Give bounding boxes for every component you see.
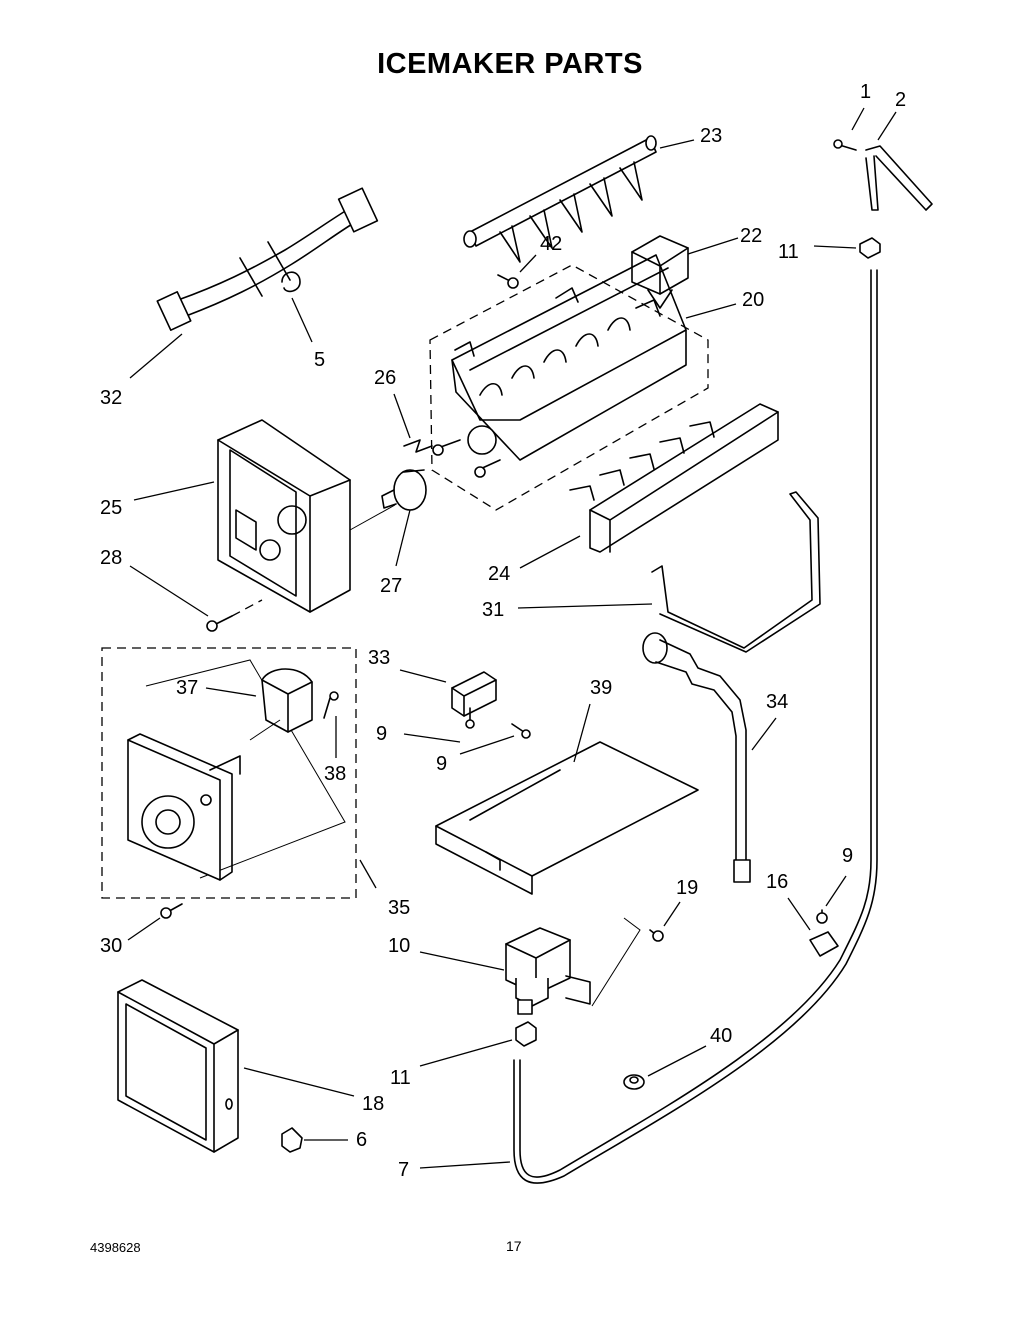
callout-24: 24 (488, 563, 510, 585)
leader-lines (127, 107, 897, 1169)
part-screw-30 (160, 903, 183, 919)
callout-26: 26 (374, 367, 396, 389)
part-shutoff-arm (651, 491, 821, 653)
callout-30: 30 (100, 935, 122, 957)
part-water-tube (513, 269, 878, 1184)
callout-10: 10 (388, 935, 410, 957)
callout-9-c: 9 (842, 845, 853, 867)
callout-27: 27 (380, 575, 402, 597)
part-nut-11 (515, 237, 881, 1047)
part-ejector (463, 135, 657, 263)
page-number: 17 (506, 1238, 522, 1254)
part-fill-tube (642, 632, 751, 883)
part-motor-assembly (101, 647, 357, 899)
part-bracket-33 (451, 671, 497, 717)
callout-11-bottom: 11 (390, 1067, 411, 1089)
callout-20: 20 (742, 289, 764, 311)
callout-22: 22 (740, 225, 762, 247)
callout-23: 23 (700, 125, 722, 147)
callout-7: 7 (398, 1159, 409, 1181)
callout-33: 33 (368, 647, 390, 669)
part-coupling (381, 469, 427, 511)
callout-35: 35 (388, 897, 410, 919)
callout-28: 28 (100, 547, 122, 569)
callout-5: 5 (314, 349, 325, 371)
part-screw-42 (497, 274, 519, 289)
part-control-housing (217, 419, 396, 613)
part-plate (435, 741, 699, 895)
callout-32: 32 (100, 387, 122, 409)
part-wire-harness (156, 187, 379, 331)
part-screw-28 (206, 599, 263, 632)
part-water-valve (505, 927, 591, 1015)
callout-38: 38 (324, 763, 346, 785)
callout-34: 34 (766, 691, 788, 713)
part-screw-19 (591, 917, 664, 1007)
callout-2: 2 (895, 89, 906, 111)
page-title: ICEMAKER PARTS (377, 48, 643, 80)
part-spring (403, 439, 433, 453)
callout-16: 16 (766, 871, 788, 893)
callout-42: 42 (540, 233, 562, 255)
part-screw-9 (465, 707, 828, 924)
callout-19: 19 (676, 877, 698, 899)
part-inlet-fitting (833, 139, 933, 211)
part-screw-38 (323, 691, 339, 719)
part-plug (281, 1127, 303, 1153)
callout-40: 40 (710, 1025, 732, 1047)
callout-labels: 1 2 23 42 22 11 20 32 5 26 25 27 24 28 3… (100, 81, 906, 1181)
part-clamp (809, 931, 839, 957)
callout-25: 25 (100, 497, 122, 519)
part-cover (117, 979, 239, 1153)
callout-9-b: 9 (436, 753, 447, 775)
part-grommet (623, 1074, 645, 1090)
part-clip (281, 271, 301, 293)
part-mold-assembly (429, 254, 709, 511)
callout-1: 1 (860, 81, 871, 103)
callout-18: 18 (362, 1093, 384, 1115)
part-stripper (569, 403, 779, 553)
document-number: 4398628 (90, 1240, 141, 1255)
callout-31: 31 (482, 599, 504, 621)
callout-6: 6 (356, 1129, 367, 1151)
part-motor (249, 668, 313, 741)
callout-37: 37 (176, 677, 198, 699)
callout-9-a: 9 (376, 723, 387, 745)
callout-39: 39 (590, 677, 612, 699)
callout-11-top: 11 (778, 241, 799, 263)
